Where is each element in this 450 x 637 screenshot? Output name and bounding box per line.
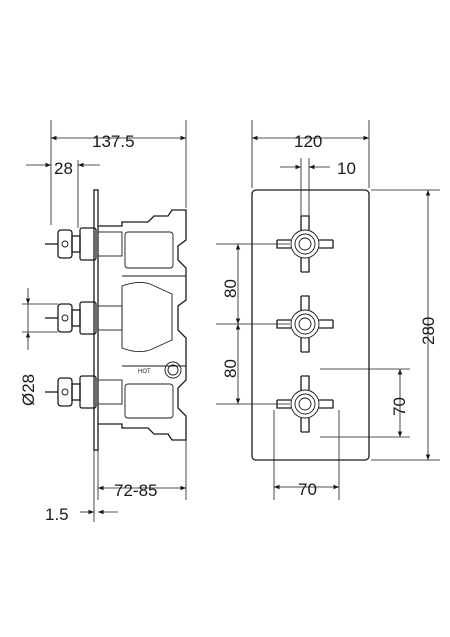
valve-body <box>98 209 187 441</box>
dimension-handle-diameter: Ø28 <box>19 374 38 406</box>
dimension-horizontal-70: 70 <box>298 480 317 499</box>
dimension-wall-depth: 72-85 <box>114 481 157 500</box>
dimension-vertical-70: 70 <box>390 397 409 416</box>
dimension-plate-width: 120 <box>294 132 322 151</box>
handle-side-1 <box>45 227 123 261</box>
dimension-offset: 10 <box>337 159 356 178</box>
front-view: 120 10 80 80 280 70 70 <box>216 120 440 500</box>
handle-side-2 <box>45 301 123 335</box>
handle-front-1 <box>276 215 334 273</box>
handle-front-2 <box>276 295 334 353</box>
dimension-overall-depth: 137.5 <box>92 132 135 151</box>
dimension-spacing-bottom: 80 <box>221 359 240 378</box>
dimension-handle-depth: 28 <box>54 159 73 178</box>
hot-indicator <box>164 361 182 379</box>
cartridge-mid <box>121 281 173 353</box>
faceplate <box>251 189 370 461</box>
cartridge-upper <box>124 231 174 269</box>
handle-front-3 <box>276 375 334 433</box>
side-view: HOT 137.5 <box>19 120 187 524</box>
dimension-spacing-top: 80 <box>221 279 240 298</box>
hot-label: HOT <box>138 369 151 375</box>
dimension-plate-thickness: 1.5 <box>45 505 69 524</box>
handle-side-3 <box>45 375 123 409</box>
dimension-plate-height: 280 <box>419 317 438 345</box>
cartridge-lower <box>124 383 174 419</box>
